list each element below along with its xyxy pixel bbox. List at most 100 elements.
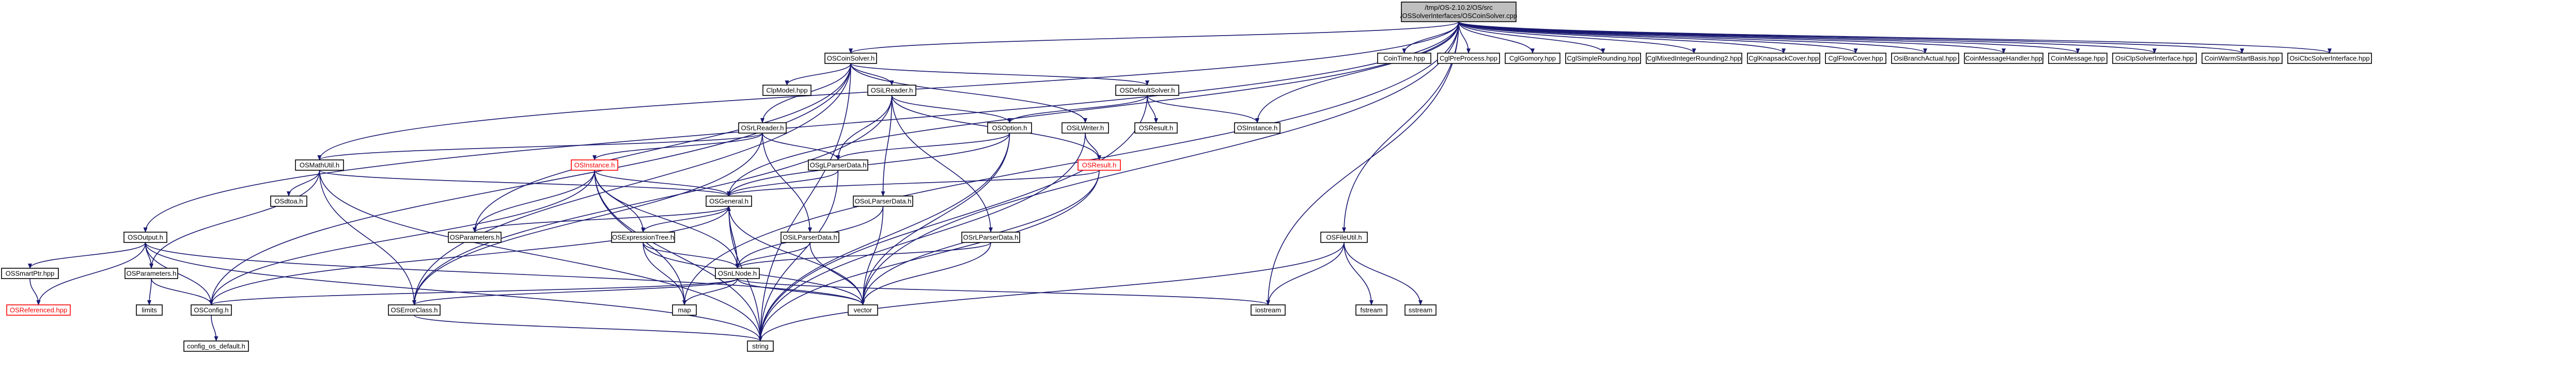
node-osilwriter-h[interactable]: OSiLWriter.h <box>1061 122 1109 134</box>
node-oscoinsolver-h[interactable]: OSCoinSolver.h <box>824 53 877 64</box>
node-osglparserdata-h[interactable]: OSgLParserData.h <box>808 159 868 171</box>
node-label: CglGomory.hpp <box>1509 55 1556 62</box>
edge-osilparserdata-h-to-vector <box>809 242 865 305</box>
node-cglflowcover-hpp[interactable]: CglFlowCover.hpp <box>1825 53 1886 64</box>
edge-osoption-h-to-string <box>758 133 1010 342</box>
edge-oscoinsolver-h-to-osilreader-h <box>850 63 894 86</box>
node-osexpressiontree-h[interactable]: OSExpressionTree.h <box>611 232 675 243</box>
edge-root-to-osicbcsolverinterface-hpp <box>1458 21 2332 54</box>
edge-osrlreader-h-to-osmathutil-h <box>317 133 763 160</box>
edge-osglparserdata-h-to-string <box>758 170 839 342</box>
edge-oscoinsolver-h-to-osilwriter-h <box>850 63 1087 123</box>
node-osilreader-h[interactable]: OSiLReader.h <box>867 85 916 96</box>
node-osilparserdata-h[interactable]: OSiLParserData.h <box>780 232 839 243</box>
node-label: CglFlowCover.hpp <box>1828 55 1883 62</box>
node-osicbcsolverinterface-hpp[interactable]: OsiCbcSolverInterface.hpp <box>2287 53 2372 64</box>
node-osoutput-h[interactable]: OSOutput.h <box>123 232 167 243</box>
edge-osparameters-h-2-to-osconfig-h <box>151 278 213 305</box>
node-osiclpsolverinterface-hpp[interactable]: OsiClpSolverInterface.hpp <box>2112 53 2197 64</box>
node-osibranchactual-hpp[interactable]: OsiBranchActual.hpp <box>1891 53 1959 64</box>
node-label: OSExpressionTree.h <box>612 234 674 241</box>
edge-osilreader-h-to-osoption-h <box>891 95 1012 123</box>
node-osresult-h[interactable]: OSResult.h <box>1078 159 1121 171</box>
root-label-line: /tmp/OS-2.10.2/OS/src <box>1425 4 1493 11</box>
node-label: CoinWarmStartBasis.hpp <box>2205 55 2280 62</box>
edge-osdefaultsolver-h-to-string <box>758 95 1148 342</box>
edge-root-to-osibranchactual-hpp <box>1458 21 1927 54</box>
node-label: OSParameters.h <box>127 270 177 278</box>
node-coinmessagehandler-hpp[interactable]: CoinMessageHandler.hpp <box>1964 53 2043 64</box>
node-osconfig-h[interactable]: OSConfig.h <box>191 304 232 316</box>
node-oserrorclass-h[interactable]: OSErrorClass.h <box>388 304 441 316</box>
edge-root-to-cglflowcover-hpp <box>1458 21 1858 54</box>
node-label: OSErrorClass.h <box>391 306 438 314</box>
node-config-os-default-h[interactable]: config_os_default.h <box>183 340 249 352</box>
node-clpmodel-hpp[interactable]: ClpModel.hpp <box>762 85 811 96</box>
edge-osnlnode-h-to-oserrorclass-h <box>412 278 738 305</box>
node-cglpreprocess-hpp[interactable]: CglPreProcess.hpp <box>1437 53 1500 64</box>
node-label: OSResult.h <box>1082 161 1116 169</box>
node-label: config_os_default.h <box>187 343 245 350</box>
edge-osilwriter-h-to-string <box>758 133 1086 342</box>
node-osinstance-h-red[interactable]: OSInstance.h <box>571 159 618 171</box>
node-cglknapsackcover-hpp[interactable]: CglKnapsackCover.hpp <box>1747 53 1820 64</box>
node-label: OSSmartPtr.hpp <box>6 270 55 278</box>
node-label: OSInstance.h <box>1237 124 1278 132</box>
node-osfileutil-h[interactable]: OSFileUtil.h <box>1320 232 1368 243</box>
node-coinmessage-hpp[interactable]: CoinMessage.hpp <box>2048 53 2107 64</box>
node-osrlparserdata-h[interactable]: OSrLParserData.h <box>961 232 1020 243</box>
node-cglmixedintegerrounding2-hpp[interactable]: CglMixedIntegerRounding2.hpp <box>1646 53 1742 64</box>
node-label: OSCoinSolver.h <box>827 55 875 62</box>
node-osoption-h[interactable]: OSOption.h <box>987 122 1032 134</box>
edge-osinstance-h-red-to-string <box>594 170 762 342</box>
node-ossmartptr-hpp[interactable]: OSSmartPtr.hpp <box>1 268 59 279</box>
node-label: CoinMessage.hpp <box>2051 55 2105 62</box>
edge-osilreader-h-to-osglparserdata-h <box>836 95 893 160</box>
node-map[interactable]: map <box>672 304 697 316</box>
node-osmathutil-h[interactable]: OSMathUtil.h <box>295 159 344 171</box>
node-label: fstream <box>1360 306 1382 314</box>
node-sstream[interactable]: sstream <box>1404 304 1437 316</box>
edge-osparameters-h-2-to-limits <box>147 278 152 305</box>
node-iostream[interactable]: iostream <box>1251 304 1286 316</box>
node-label: OSiLParserData.h <box>783 234 837 241</box>
edge-osexpressiontree-h-to-osnlnode-h <box>643 242 740 269</box>
edge-osilreader-h-to-osolparserdata-h <box>881 95 893 197</box>
node-cointime-hpp[interactable]: CoinTime.hpp <box>1377 53 1431 64</box>
node-label: OsiCbcSolverInterface.hpp <box>2289 55 2369 62</box>
node-osdefaultsolver-h[interactable]: OSDefaultSolver.h <box>1115 85 1179 96</box>
node-cglgomory-hpp[interactable]: CglGomory.hpp <box>1505 53 1560 64</box>
node-osnlnode-h[interactable]: OSnLNode.h <box>715 268 760 279</box>
node-label: string <box>752 343 769 350</box>
node-osreferenced-hpp[interactable]: OSReferenced.hpp <box>6 304 71 316</box>
node-cglsimplerounding-hpp[interactable]: CglSimpleRounding.hpp <box>1565 53 1641 64</box>
node-label: OSiLWriter.h <box>1067 124 1104 132</box>
edge-ossmartptr-hpp-to-osreferenced-hpp <box>29 278 41 305</box>
node-label: OSdtoa.h <box>275 198 303 205</box>
node-osrlreader-h[interactable]: OSrLReader.h <box>738 122 787 134</box>
edge-osinstance-h-red-to-osparameters-h <box>473 170 595 233</box>
edge-oscoinsolver-h-to-oserrorclass-h <box>412 63 851 305</box>
edge-osoutput-h-to-osreferenced-hpp <box>36 242 146 305</box>
node-label: OSMathUtil.h <box>300 161 339 169</box>
node-label: CoinTime.hpp <box>1383 55 1425 62</box>
node-string[interactable]: string <box>747 340 774 352</box>
node-osdtoa-h[interactable]: OSdtoa.h <box>270 196 307 207</box>
node-osinstance-h[interactable]: OSInstance.h <box>1234 122 1281 134</box>
node-label: OsiClpSolverInterface.hpp <box>2115 55 2194 62</box>
node-vector[interactable]: vector <box>848 304 878 316</box>
node-osgeneral-h[interactable]: OSGeneral.h <box>706 196 752 207</box>
edge-osrlparserdata-h-to-vector <box>861 242 991 305</box>
node-coinwarmstartbasis-hpp[interactable]: CoinWarmStartBasis.hpp <box>2202 53 2283 64</box>
node-osolparserdata-h[interactable]: OSoLParserData.h <box>853 196 913 207</box>
node-limits[interactable]: limits <box>136 304 163 316</box>
node-osresult-h-plain[interactable]: OSResult.h <box>1134 122 1178 134</box>
node-osparameters-h-2[interactable]: OSParameters.h <box>124 268 178 279</box>
node-osparameters-h[interactable]: OSParameters.h <box>448 232 502 243</box>
node-label: OSGeneral.h <box>709 198 748 205</box>
edge-oscoinsolver-h-to-string <box>758 63 851 342</box>
edge-osrlreader-h-to-oserrorclass-h <box>412 133 763 305</box>
edge-oscoinsolver-h-to-osdefaultsolver-h <box>850 63 1149 86</box>
node-fstream[interactable]: fstream <box>1355 304 1387 316</box>
node-root-oscoinsolver-cpp[interactable]: /tmp/OS-2.10.2/OS/src/OSSolverInterfaces… <box>1400 2 1517 22</box>
